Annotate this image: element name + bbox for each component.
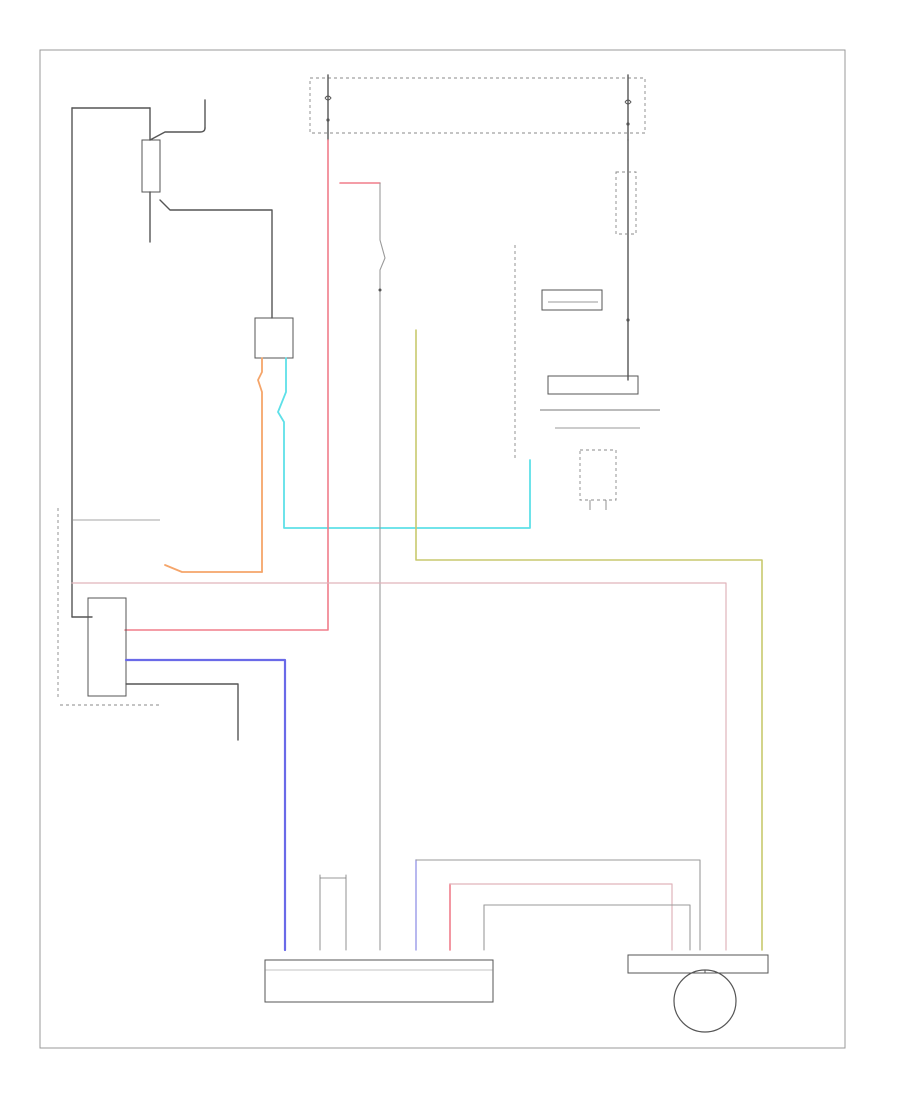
junction-connector (615, 171, 637, 235)
motor-symbol (673, 969, 737, 1033)
wire-pink (124, 139, 329, 631)
ignition-switch (141, 139, 161, 193)
wire-yellow (415, 329, 763, 951)
diagram-frame (39, 49, 846, 1049)
wire-gray-center (379, 182, 386, 951)
splice-point (626, 318, 630, 322)
module-label-box (541, 289, 603, 311)
module-connector (579, 449, 617, 501)
motor-connector (627, 954, 769, 974)
fuse-right (624, 74, 632, 141)
relay-box (254, 317, 294, 359)
fuse-left (324, 74, 332, 141)
wire-cyan (277, 357, 531, 529)
engine-control-module (264, 959, 494, 1003)
wire-pink-light (71, 582, 727, 951)
wire-orange (257, 357, 263, 573)
wire-ground (125, 683, 239, 741)
wire-blue (124, 658, 287, 952)
wire-bottom-loop (415, 859, 701, 951)
left-module (87, 597, 127, 697)
wire-ignition-to-relay (159, 199, 273, 319)
control-module-box (547, 375, 639, 395)
underhood-fuse-box (309, 77, 646, 134)
